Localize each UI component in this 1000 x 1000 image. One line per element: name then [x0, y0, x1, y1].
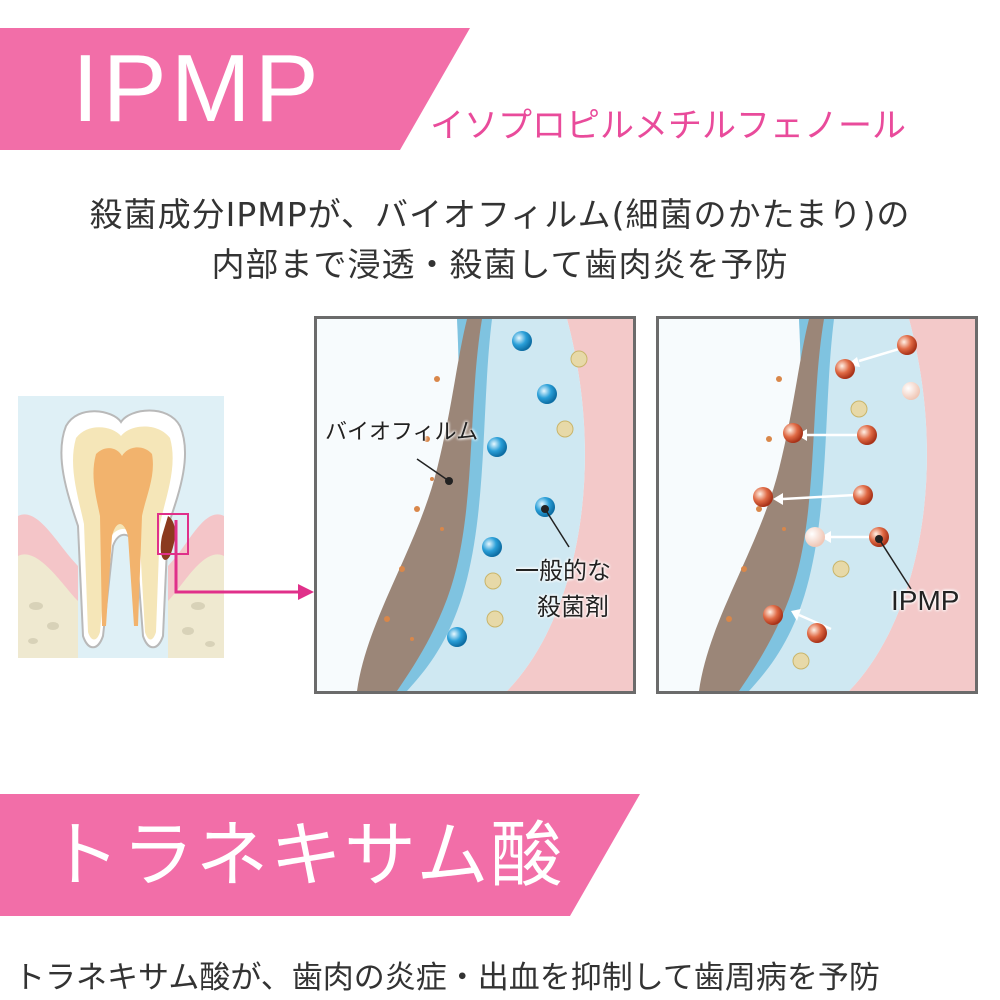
ipmp-panel: IPMP — [656, 316, 978, 694]
ipmp-title: IPMP — [72, 35, 323, 142]
ipmp-description-line1: 殺菌成分IPMPが、バイオフィルム(細菌のかたまり)の — [89, 195, 911, 234]
tooth-illustration — [18, 396, 224, 658]
ipmp-banner: IPMP — [0, 28, 470, 150]
tranexamic-title: トラネキサム酸 — [48, 816, 565, 896]
ipmp-description-line2: 内部まで浸透・殺菌して歯肉炎を予防 — [211, 245, 789, 284]
general-agent-label-line2: 殺菌剤 — [537, 593, 609, 621]
connector-arrow — [174, 520, 314, 600]
biofilm-label: バイオフィルム — [325, 420, 479, 445]
tranexamic-banner: トラネキサム酸 — [0, 794, 640, 916]
tranexamic-description: トラネキサム酸が、歯肉の炎症・出血を抑制して歯周病を予防 — [14, 960, 880, 996]
banner-shape — [0, 28, 470, 150]
ipmp-subtitle: イソプロピルメチルフェノール — [430, 106, 906, 146]
general-agent-panel: バイオフィルム 一般的な 殺菌剤 — [314, 316, 636, 694]
general-agent-label-line1: 一般的な — [515, 557, 611, 585]
banner-shape — [0, 794, 640, 916]
ipmp-label: IPMP — [891, 585, 960, 616]
